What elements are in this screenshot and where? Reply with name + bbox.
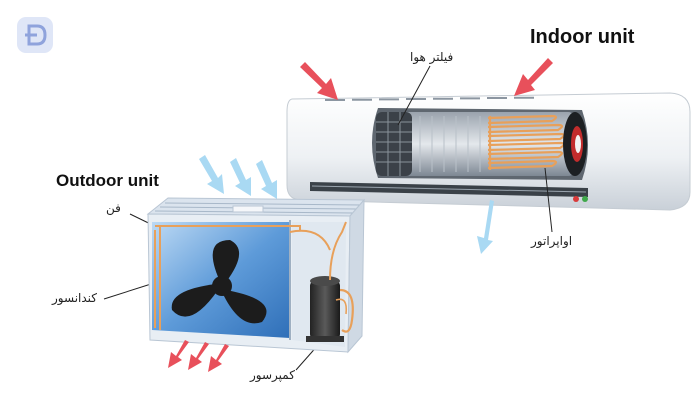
fan-label: فن [106, 201, 121, 215]
filter-leader-line [397, 65, 431, 126]
outdoor-unit [146, 197, 366, 354]
condenser-label: کندانسور [52, 291, 98, 305]
air-filter-label: فیلتر هوا [410, 50, 454, 64]
d-letter-logo-icon [17, 17, 53, 53]
hot-air-out-arrows [168, 340, 229, 372]
indoor-unit-title: Indoor unit [530, 26, 635, 48]
indicator-light-green [582, 196, 588, 202]
compressor [306, 221, 354, 342]
compressor-label: کمپرسور [250, 368, 295, 382]
air-filter [376, 112, 412, 176]
evaporator-label: اواپراتور [531, 234, 573, 248]
condenser-leader-line [103, 283, 152, 300]
indicator-light-red [573, 196, 579, 202]
airflow-in-arrows [300, 58, 553, 100]
fan [171, 240, 267, 324]
blower-cylinder [376, 112, 576, 176]
outdoor-airflow-in-arrows [199, 155, 277, 199]
top-vents [325, 96, 534, 101]
outdoor-unit-title: Outdoor unit [56, 171, 159, 190]
cold-air-out-arrow [477, 200, 494, 254]
indoor-unit [286, 92, 691, 211]
condenser-coil [154, 225, 331, 330]
evaporator-leader-line [544, 167, 553, 233]
